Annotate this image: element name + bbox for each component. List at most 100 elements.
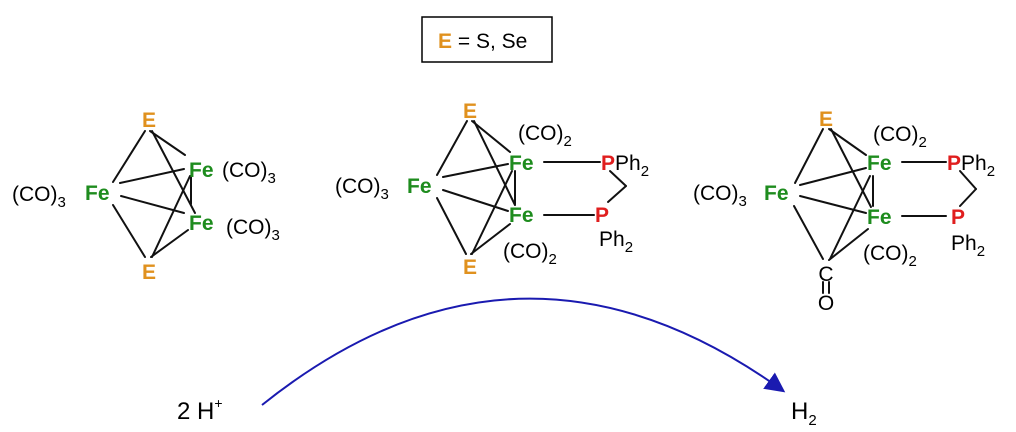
bond: [609, 170, 627, 187]
diphenylphosphino-group: PPh2: [601, 152, 649, 180]
bond: [829, 175, 871, 260]
chalcogen-atom-label: E: [142, 261, 156, 284]
chalcogen-atom-label: E: [142, 109, 156, 132]
carbonyl-group: (CO)2: [873, 123, 927, 151]
bond: [473, 120, 516, 206]
subscript: 2: [641, 163, 649, 180]
bond: [470, 223, 511, 255]
bond: [119, 168, 185, 184]
bond: [828, 228, 869, 261]
phenyl-label: Ph: [961, 152, 987, 175]
bond: [959, 188, 977, 207]
diphenylphosphino-group: PPh2: [947, 152, 995, 180]
bond: [442, 189, 509, 212]
phenyl-label: Ph: [615, 152, 641, 175]
molecule-1: E E (CO)3 Fe Fe (CO)3 Fe (CO)3: [12, 109, 280, 284]
bond: [151, 175, 191, 258]
iron-atom-label: Fe: [85, 182, 110, 205]
phenyl-group: Ph2: [599, 228, 633, 256]
carbonyl-label: (CO): [503, 240, 549, 263]
subscript: 2: [987, 163, 995, 180]
subscript: 2: [909, 253, 917, 270]
subscript: 2: [625, 239, 633, 256]
bond: [959, 170, 977, 190]
iron-atom-label: Fe: [764, 182, 789, 205]
carbonyl-label: (CO): [873, 123, 919, 146]
chalcogen-atom-label: E: [463, 100, 477, 123]
curved-arrow: [261, 297, 786, 406]
iron-atom-label: Fe: [407, 175, 432, 198]
molecule-3: E (CO)3 Fe (CO)2 Fe PPh2 Fe P Ph2 (CO)2 …: [693, 108, 995, 315]
carbonyl-group: (CO)3: [335, 175, 389, 203]
carbonyl-group: (CO)2: [503, 240, 557, 268]
carbonyl-label: (CO): [693, 182, 739, 205]
bond: [112, 130, 146, 183]
bond: [799, 195, 867, 214]
subscript: 2: [564, 133, 572, 150]
subscript: 3: [268, 170, 276, 187]
phosphorus-atom-label: P: [947, 152, 961, 175]
carbonyl-label: (CO): [222, 159, 268, 182]
product-label: H: [791, 398, 808, 425]
carbonyl-label: (CO): [335, 175, 381, 198]
chalcogen-atom-label: E: [819, 108, 833, 131]
carbon-atom-label: C: [818, 263, 833, 286]
legend-element-symbol: E: [438, 30, 452, 53]
legend-box: E = S, Se: [421, 16, 553, 63]
carbonyl-group: (CO)3: [693, 182, 747, 210]
bond: [799, 167, 867, 186]
carbonyl-label: (CO): [518, 122, 564, 145]
oxygen-atom-label: O: [818, 292, 834, 315]
iron-atom-label: Fe: [509, 204, 534, 227]
phenyl-group: Ph2: [951, 232, 985, 260]
carbonyl-group: (CO)3: [12, 183, 66, 211]
bond: [442, 163, 509, 178]
bond: [436, 120, 468, 176]
subscript: 3: [739, 193, 747, 210]
bond: [607, 185, 627, 203]
bond: [150, 229, 189, 258]
superscript-charge: +: [214, 395, 222, 411]
subscript: 2: [919, 134, 927, 151]
bond: [471, 120, 511, 153]
carbonyl-label: (CO): [863, 242, 909, 265]
phenyl-label: Ph: [951, 232, 977, 255]
iron-atom-label: Fe: [509, 152, 534, 175]
reaction-arrow: [261, 297, 786, 406]
carbonyl-group: (CO)2: [518, 122, 572, 150]
iron-atom-label: Fe: [189, 159, 214, 182]
subscript: 3: [272, 227, 280, 244]
reactant-protons: 2 H+: [177, 395, 223, 425]
iron-atom-label: Fe: [867, 206, 892, 229]
phenyl-label: Ph: [599, 228, 625, 251]
subscript: 3: [381, 186, 389, 203]
subscript: 3: [58, 194, 66, 211]
bond: [149, 130, 186, 156]
phosphorus-atom-label: P: [951, 206, 965, 229]
reactant-label: 2 H: [177, 398, 214, 425]
bond: [471, 170, 513, 255]
product-hydrogen: H2: [791, 398, 817, 427]
carbonyl-group: (CO)3: [222, 159, 276, 187]
subscript: 2: [808, 412, 816, 427]
legend-border: [421, 16, 553, 63]
bond: [436, 197, 467, 255]
molecule-2: E E (CO)3 Fe (CO)2 Fe PPh2 Fe P Ph2 (CO)…: [335, 100, 649, 279]
subscript: 2: [977, 243, 985, 260]
chalcogen-atom-label: E: [463, 256, 477, 279]
carbonyl-group: (CO)2: [863, 242, 917, 270]
bond: [794, 128, 824, 184]
carbonyl-group: (CO)3: [226, 216, 280, 244]
phosphorus-atom-label: P: [595, 204, 609, 227]
carbonyl-label: (CO): [12, 183, 58, 206]
bond: [830, 128, 872, 208]
legend-element-list: = S, Se: [452, 30, 527, 53]
bond: [828, 128, 867, 156]
bond: [112, 204, 146, 258]
iron-atom-label: Fe: [867, 152, 892, 175]
bond: [793, 205, 824, 260]
phosphorus-atom-label: P: [601, 152, 615, 175]
subscript: 2: [549, 251, 557, 268]
